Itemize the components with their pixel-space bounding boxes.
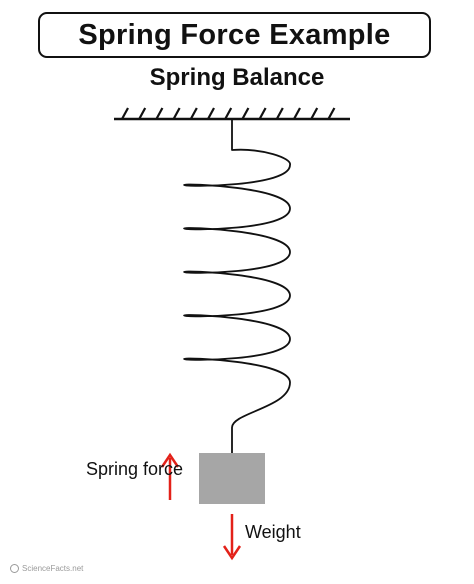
spring-force-arrow (160, 452, 180, 500)
ceiling-hatch (310, 107, 319, 120)
weight-arrow (222, 514, 242, 561)
ceiling-hatch (172, 107, 181, 120)
ceiling-hatch (121, 107, 129, 120)
watermark-text: ScienceFacts.net (22, 564, 84, 573)
ceiling-hatch (241, 107, 250, 120)
spring-force-label: Spring force (86, 459, 184, 479)
diagram-subtitle: Spring Balance (149, 64, 325, 91)
weight-label: Weight (245, 522, 301, 542)
ceiling-hatch (258, 107, 267, 120)
title-box: Spring Force Example (38, 12, 431, 58)
ceiling-hatches (121, 107, 336, 120)
sciencefacts-watermark: ScienceFacts.net (10, 564, 83, 573)
ceiling-hatch (155, 107, 164, 120)
page-title: Spring Force Example (78, 18, 391, 51)
spring (183, 119, 291, 453)
ceiling-hatch (275, 107, 284, 120)
weight-block (199, 453, 265, 504)
ceiling-hatch (207, 107, 215, 120)
ceiling-support (114, 107, 350, 121)
ceiling-hatch (224, 107, 233, 120)
ceiling-hatch (189, 107, 198, 120)
sciencefacts-logo-icon (10, 564, 19, 573)
ceiling-hatch (293, 107, 301, 120)
ceiling-hatch (138, 107, 147, 120)
ceiling-hatch (327, 107, 336, 120)
spring-coil (183, 119, 291, 453)
